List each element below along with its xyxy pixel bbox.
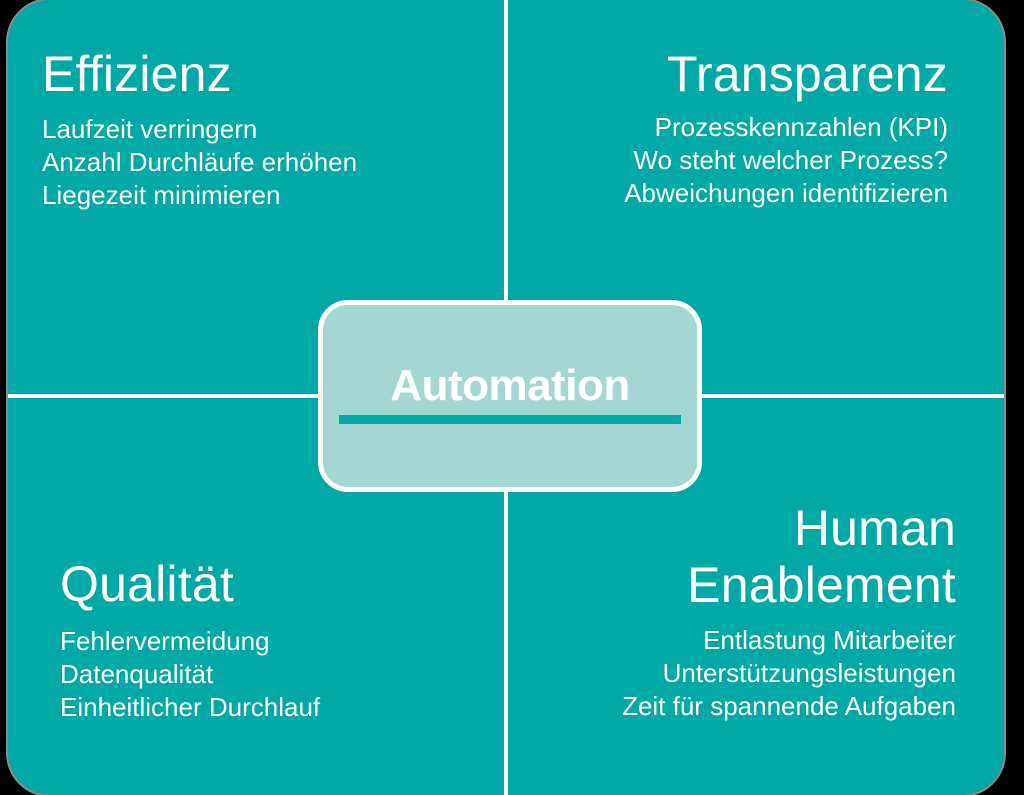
quadrant-transparenz: Transparenz Prozesskennzahlen (KPI) Wo s… <box>508 0 1004 394</box>
quadrant-effizienz: Effizienz Laufzeit verringern Anzahl Dur… <box>8 0 504 394</box>
quadrant-title-qualitaet: Qualität <box>60 556 234 612</box>
quadrant-human-enablement: Human Enablement Entlastung Mitarbeiter … <box>508 398 1004 795</box>
list-item: Liegezeit minimieren <box>42 180 281 211</box>
quadrant-items-human-enablement: Entlastung Mitarbeiter Unterstützungslei… <box>622 624 956 723</box>
quadrant-items-effizienz: Laufzeit verringern Anzahl Durchläufe er… <box>42 113 357 212</box>
list-item: Wo steht welcher Prozess? <box>633 145 948 176</box>
list-item: Prozesskennzahlen (KPI) <box>654 112 948 142</box>
list-item: Zeit für spannende Aufgaben <box>622 691 956 722</box>
list-item: Entlastung Mitarbeiter <box>703 625 956 655</box>
list-item: Fehlervermeidung <box>60 626 270 656</box>
list-item: Unterstützungsleistungen <box>662 658 956 689</box>
list-item: Einheitlicher Durchlauf <box>60 692 321 723</box>
list-item: Laufzeit verringern <box>42 114 258 144</box>
center-automation-label: Automation <box>390 361 630 410</box>
quadrant-title-human-enablement: Human Enablement <box>687 500 956 613</box>
quadrant-items-transparenz: Prozesskennzahlen (KPI) Wo steht welcher… <box>624 111 948 210</box>
quadrant-items-qualitaet: Fehlervermeidung Datenqualität Einheitli… <box>60 625 320 724</box>
center-automation-box: Automation <box>318 300 702 492</box>
center-underline-bar <box>339 415 681 424</box>
list-item: Datenqualität <box>60 659 214 690</box>
quadrant-title-effizienz: Effizienz <box>42 46 232 102</box>
list-item: Anzahl Durchläufe erhöhen <box>42 147 358 178</box>
list-item: Abweichungen identifizieren <box>624 178 948 209</box>
quadrant-title-transparenz: Transparenz <box>666 46 948 102</box>
quadrant-qualitaet: Qualität Fehlervermeidung Datenqualität … <box>8 398 504 795</box>
